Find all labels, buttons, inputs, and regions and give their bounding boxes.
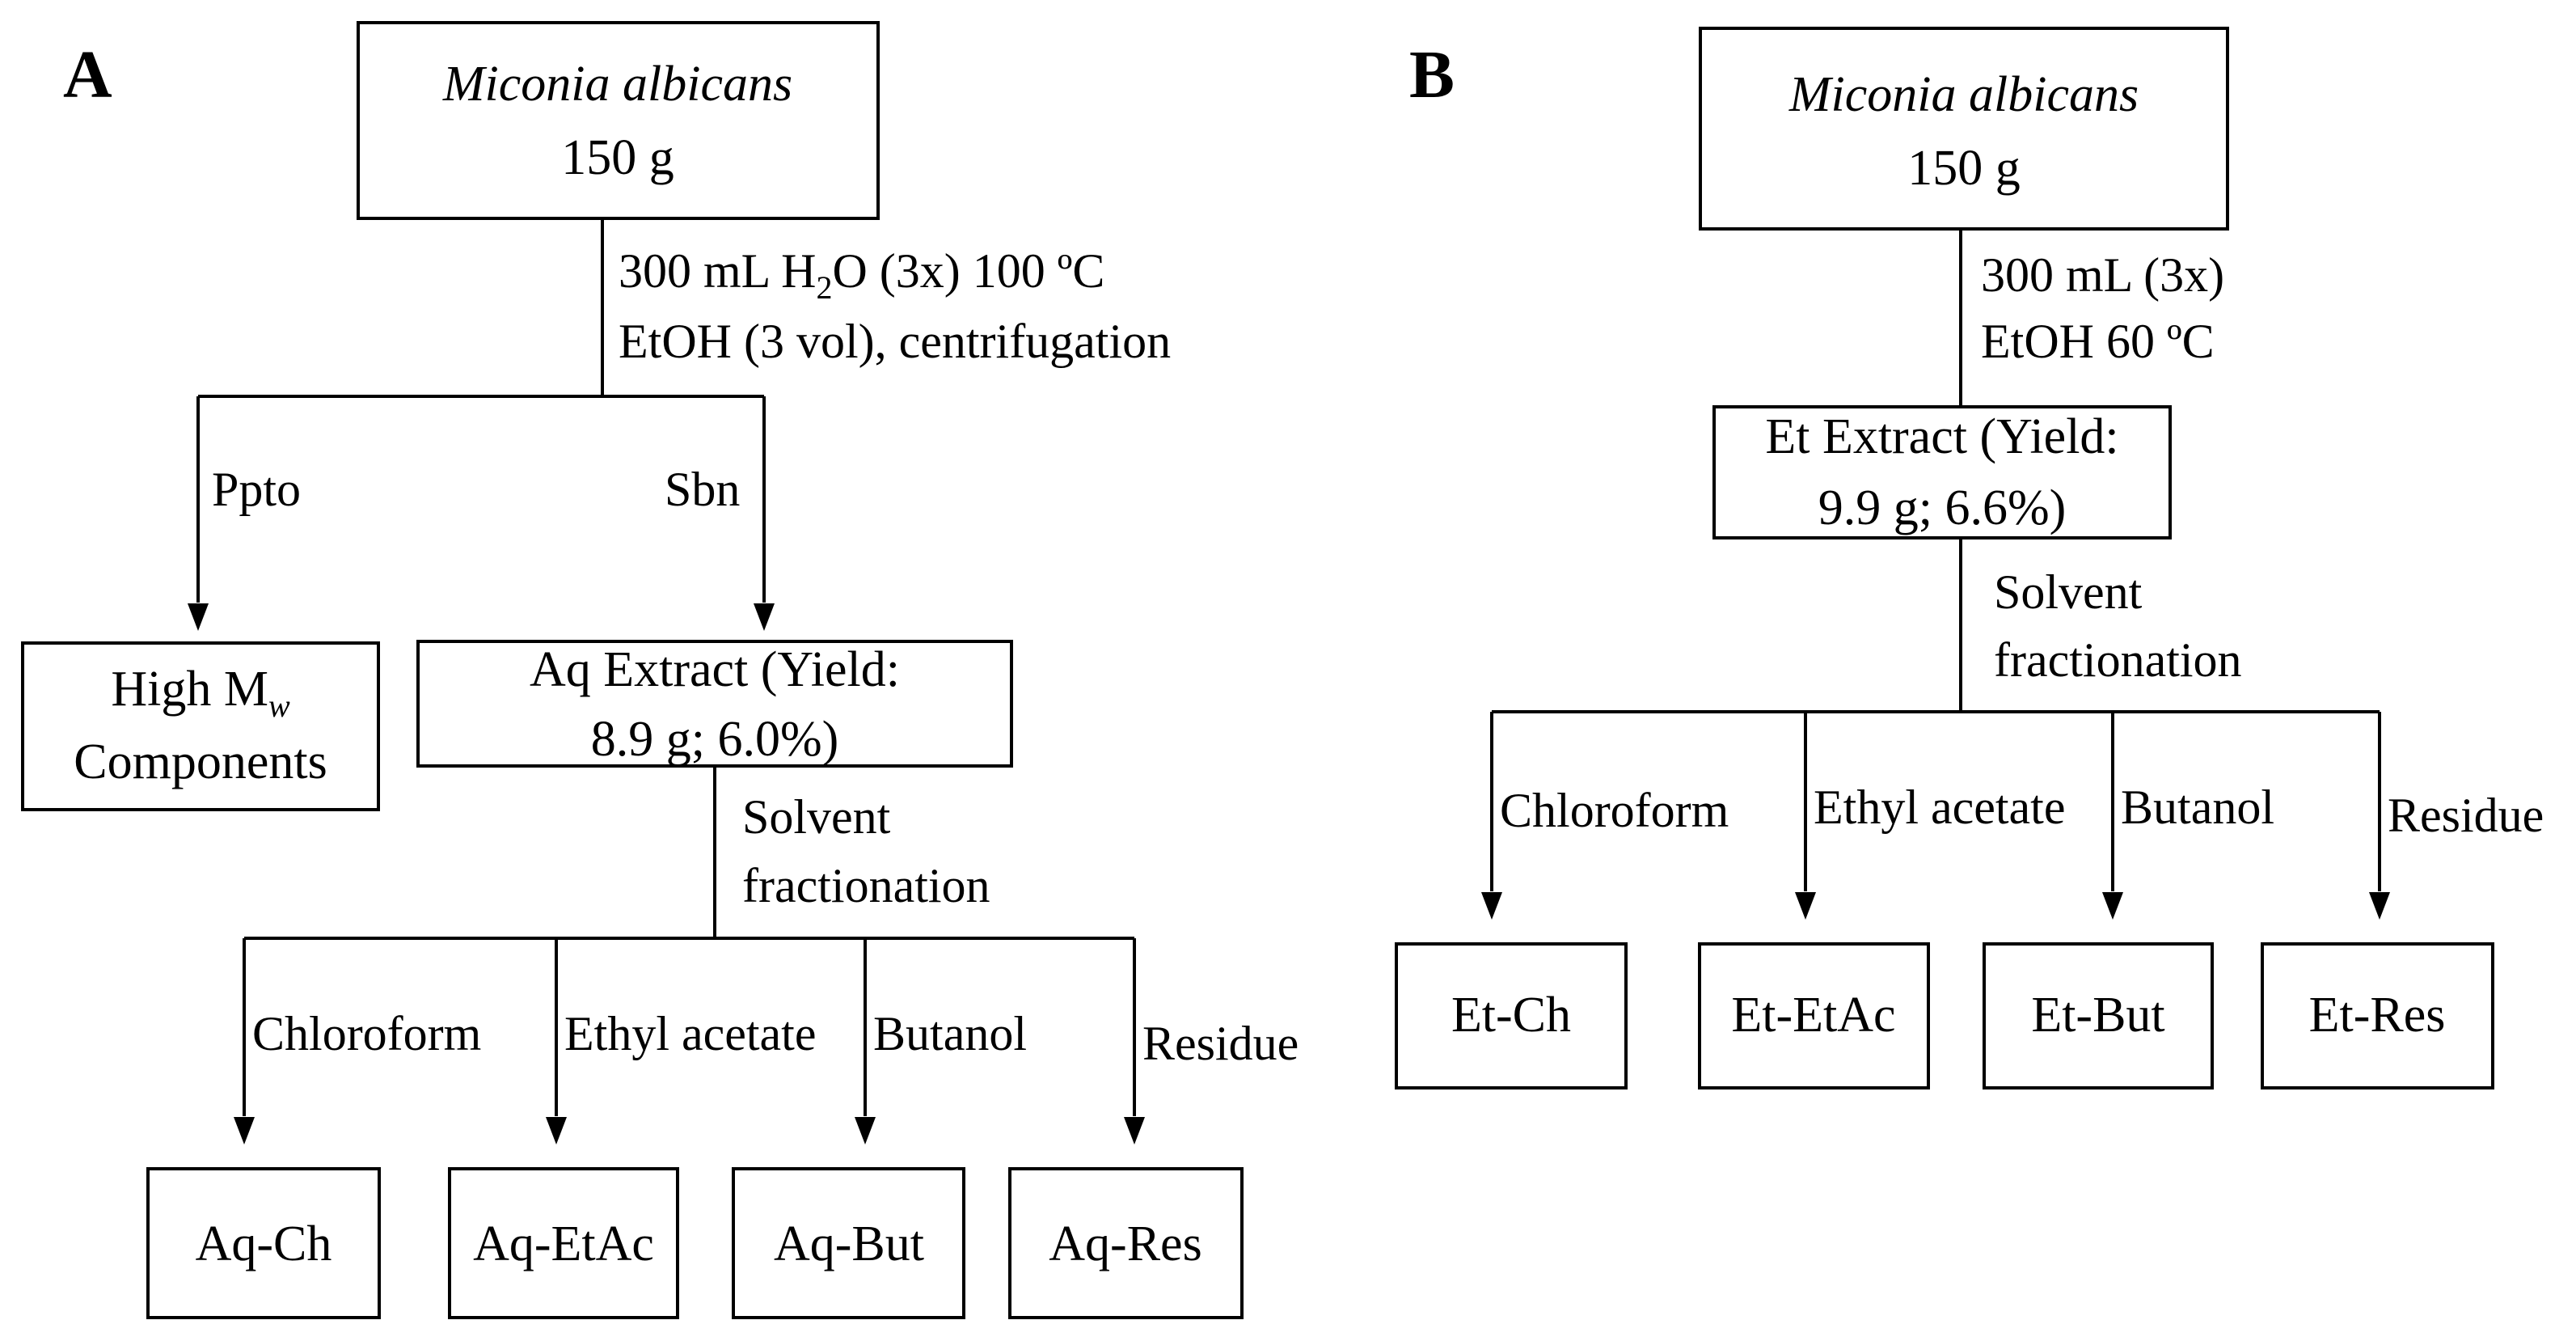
panel-b-step2-line1: Solvent [1994,565,2143,619]
panel-a: A Miconia albicans 150 g 300 mL H2O (3x)… [21,21,1299,1319]
panel-b-solvent-label: Ethyl acetate [1814,781,2065,834]
panel-a-branch-left-label: Ppto [212,463,301,516]
panel-b-fraction-label: Et-Res [2309,988,2446,1043]
panel-b-fraction-box [2261,942,2494,1089]
panel-b-label: B [1409,37,1455,112]
panel-b-extract-line2: 9.9 g; 6.6%) [1818,480,2067,535]
panel-a-fraction-box [732,1167,965,1319]
panel-b-step2-line2: fractionation [1994,633,2242,687]
panel-a-fraction-box [146,1167,381,1319]
panel-b-solvent-arrowhead [1481,892,1502,920]
panel-b-source-species: Miconia albicans [1788,67,2139,122]
panel-a-fraction-box [448,1167,679,1319]
panel-a-solvent-arrowhead [546,1117,567,1144]
panel-a-branch-left-arrowhead [188,603,209,631]
panel-b-solvent-label: Butanol [2121,781,2274,834]
panel-a-branch-right-arrowhead [754,603,775,631]
panel-a-solvent-arrowhead [855,1117,876,1144]
panel-b-extract-line1: Et Extract (Yield: [1765,409,2118,464]
panel-a-fraction-label: Aq-But [774,1216,924,1271]
panel-b-source-mass: 150 g [1907,141,2021,196]
panel-b-fraction-box [1983,942,2214,1089]
panel-b-step1-line1: 300 mL (3x) [1981,248,2224,302]
panel-b: B Miconia albicans 150 g 300 mL (3x) EtO… [1395,27,2544,1089]
panel-b-fraction-label: Et-Ch [1451,988,1571,1043]
panel-b-solvent-label: Chloroform [1500,784,1729,837]
panel-a-solvent-label: Butanol [873,1007,1027,1060]
panel-b-extract-box [1712,405,2172,539]
panel-b-solvent-arrowhead [1795,892,1816,920]
panel-a-fraction-box [1008,1167,1244,1319]
panel-a-solvent-arrowhead [1124,1117,1145,1144]
panel-a-solvent-label: Residue [1142,1017,1299,1070]
panel-a-step1-line2: EtOH (3 vol), centrifugation [619,315,1171,368]
panel-a-high-mw-line1: High Mw [111,662,290,724]
panel-a-fraction-label: Aq-EtAc [473,1216,654,1271]
panel-a-fraction-label: Aq-Ch [196,1216,332,1271]
panel-a-fraction-label: Aq-Res [1049,1216,1201,1271]
panel-a-extract-line2: 8.9 g; 6.0%) [591,712,839,767]
panel-a-step1-line1: 300 mL H2O (3x) 100 ºC [619,244,1104,306]
panel-b-solvent-arrowhead [2369,892,2390,920]
panel-b-solvent-arrowhead [2102,892,2123,920]
panel-b-fraction-label: Et-But [2031,988,2164,1043]
panel-a-step2-line1: Solvent [742,790,891,844]
panel-b-fraction-box [1395,942,1628,1089]
panel-a-extract-line1: Aq Extract (Yield: [530,642,900,697]
panel-a-label: A [63,37,112,112]
panel-a-source-box [357,21,880,220]
panel-a-solvent-label: Ethyl acetate [564,1007,816,1060]
panel-b-step1-line2: EtOH 60 ºC [1981,315,2215,368]
panel-b-source-box [1699,27,2229,231]
panel-a-high-mw-line2: Components [74,734,327,789]
panel-b-fraction-label: Et-EtAc [1731,988,1895,1043]
panel-a-high-mw-box [21,641,380,811]
panel-a-source-species: Miconia albicans [442,57,792,112]
panel-a-solvent-label: Chloroform [252,1007,481,1060]
panel-a-step2-line2: fractionation [742,859,990,912]
panel-b-fraction-box [1698,942,1930,1089]
panel-a-solvent-arrowhead [234,1117,255,1144]
panel-a-source-mass: 150 g [561,130,674,185]
panel-b-solvent-label: Residue [2388,789,2544,842]
panel-a-branch-right-label: Sbn [665,463,740,516]
